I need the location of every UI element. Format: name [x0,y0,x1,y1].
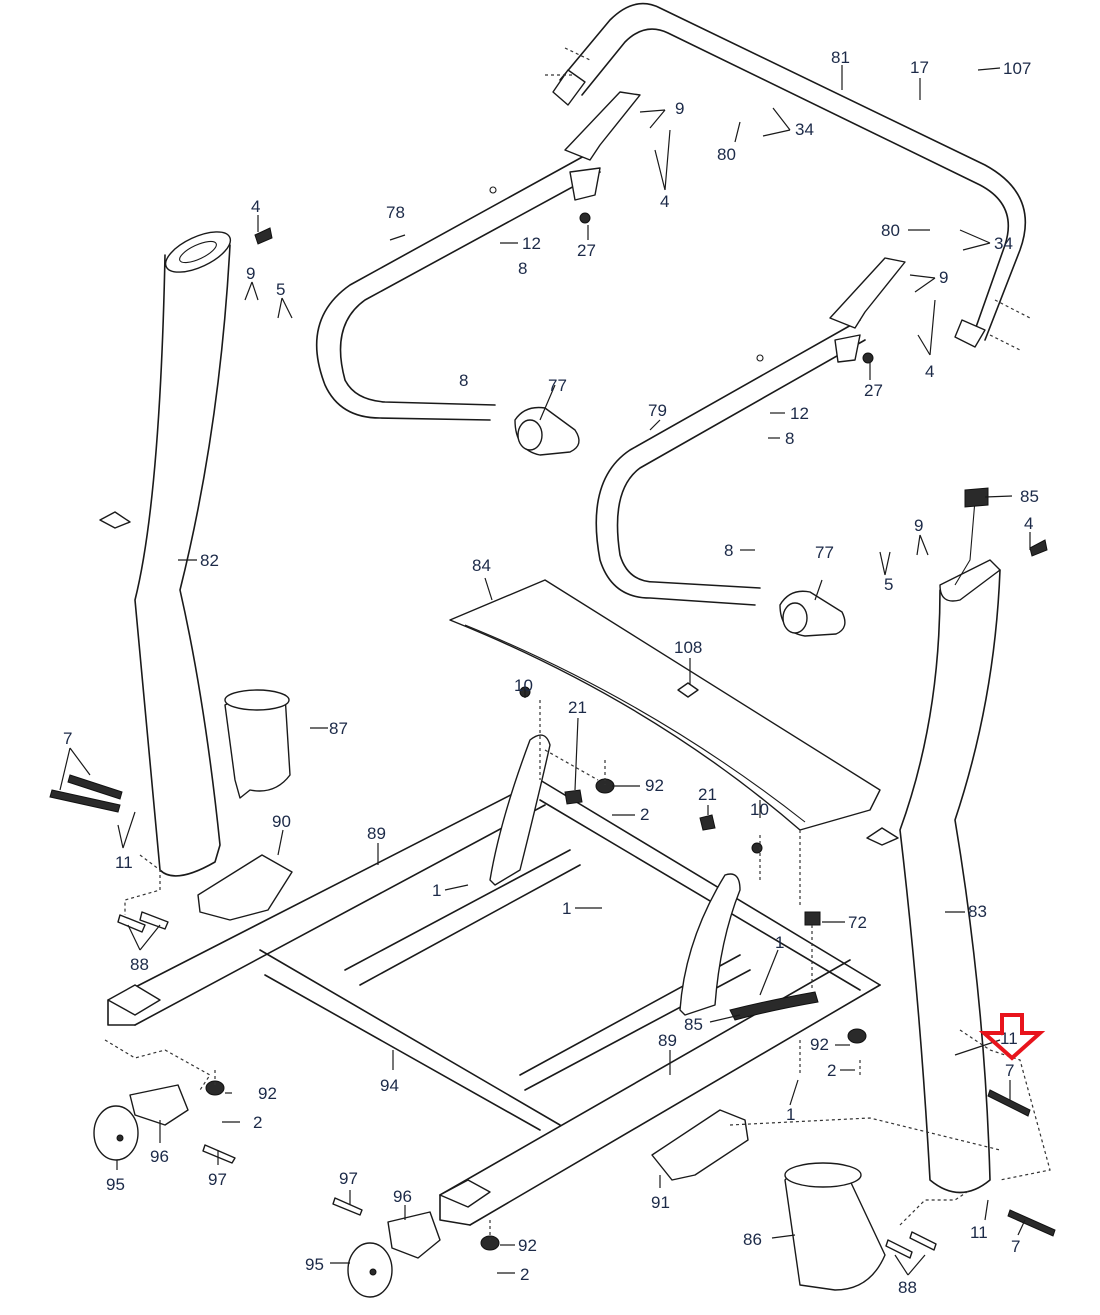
label-part-12: 12 [522,234,541,253]
down-arrow-icon [978,1013,1046,1061]
label-part-91: 91 [651,1193,670,1212]
label-part-34: 34 [795,120,814,139]
label-part-2: 2 [827,1061,836,1080]
label-part-9: 9 [914,516,923,535]
label-part-7-highlighted: 7 [1005,1061,1014,1080]
label-part-85: 85 [684,1015,703,1034]
part-labels: 81 17 107 9 34 80 4 78 12 8 27 4 9 5 80 … [63,48,1039,1297]
label-part-2: 2 [640,805,649,824]
label-part-4: 4 [660,192,669,211]
left-upright-82 [99,231,232,877]
label-part-27: 27 [577,241,596,260]
label-part-82: 82 [200,551,219,570]
wheel-95-left [93,1105,139,1161]
label-part-11: 11 [970,1223,988,1242]
label-part-8: 8 [724,541,733,560]
label-part-7: 7 [63,729,72,748]
label-part-12: 12 [790,404,809,423]
upper-crossbar-81 [545,2,1031,351]
label-part-92: 92 [810,1035,829,1054]
upright-base-87 [224,689,291,799]
label-part-107: 107 [1003,59,1031,78]
label-part-1: 1 [786,1105,795,1124]
label-part-9: 9 [246,264,255,283]
label-part-9: 9 [939,268,948,287]
label-part-5: 5 [276,280,285,299]
label-part-78: 78 [386,203,405,222]
label-part-7: 7 [1011,1237,1020,1256]
label-part-85: 85 [1020,487,1039,506]
label-part-84: 84 [472,556,491,575]
label-part-92: 92 [518,1236,537,1255]
label-part-21: 21 [698,785,717,804]
label-part-108: 108 [674,638,702,657]
label-part-4: 4 [925,362,934,381]
label-part-97: 97 [208,1170,227,1189]
label-part-90: 90 [272,812,291,831]
label-part-88: 88 [898,1278,917,1297]
upright-base-86 [784,1162,886,1291]
label-part-1: 1 [775,933,784,952]
label-part-83: 83 [968,902,987,921]
label-part-77: 77 [548,376,567,395]
label-part-5: 5 [884,575,893,594]
label-part-1: 1 [562,899,571,918]
pins [117,911,937,1259]
label-part-92: 92 [645,776,664,795]
label-part-92: 92 [258,1084,277,1103]
end-cap-77-right [779,590,846,637]
label-part-88: 88 [130,955,149,974]
label-part-11: 11 [1000,1029,1018,1048]
label-part-2: 2 [520,1265,529,1284]
label-part-10: 10 [750,800,769,819]
label-part-17: 17 [910,58,929,77]
label-part-89: 89 [658,1031,677,1050]
label-part-8: 8 [459,371,468,390]
end-cap-77-left [514,406,580,456]
label-part-2: 2 [253,1113,262,1132]
crossmember-84 [449,579,881,831]
label-part-94: 94 [380,1076,399,1095]
label-part-9: 9 [675,99,684,118]
label-part-10: 10 [514,676,533,695]
wire-harness-85 [729,991,819,1021]
label-part-4: 4 [251,197,260,216]
label-part-72: 72 [848,913,867,932]
pivot-block-90 [197,854,293,921]
pivot-block-91 [651,1109,749,1181]
label-part-77: 77 [815,543,834,562]
label-part-95: 95 [305,1255,324,1274]
label-part-11: 11 [115,853,133,872]
label-part-87: 87 [329,719,348,738]
incline-bracket-right [679,873,741,1016]
label-part-95: 95 [106,1175,125,1194]
label-part-1: 1 [432,881,441,900]
label-part-4: 4 [1024,514,1033,533]
wheel-95-right [347,1242,393,1298]
label-part-8: 8 [518,259,527,278]
label-part-79: 79 [648,401,667,420]
label-part-27: 27 [864,381,883,400]
label-part-96: 96 [150,1147,169,1166]
assembly-lines [104,700,1051,1240]
label-part-8: 8 [785,429,794,448]
left-handrail-78 [315,91,641,421]
label-part-80: 80 [717,145,736,164]
incline-bracket-left [489,734,551,886]
label-part-81: 81 [831,48,850,67]
right-upright-83 [866,487,1001,1194]
label-part-34: 34 [994,234,1013,253]
label-part-96: 96 [393,1187,412,1206]
label-part-21: 21 [568,698,587,717]
label-part-97: 97 [339,1169,358,1188]
wheel-bracket-96-right [387,1211,441,1259]
fasteners [49,212,1056,1251]
label-part-86: 86 [743,1230,762,1249]
wheel-bracket-96-left [129,1084,189,1126]
right-handrail-79 [595,257,906,606]
label-part-80: 80 [881,221,900,240]
label-part-89: 89 [367,824,386,843]
